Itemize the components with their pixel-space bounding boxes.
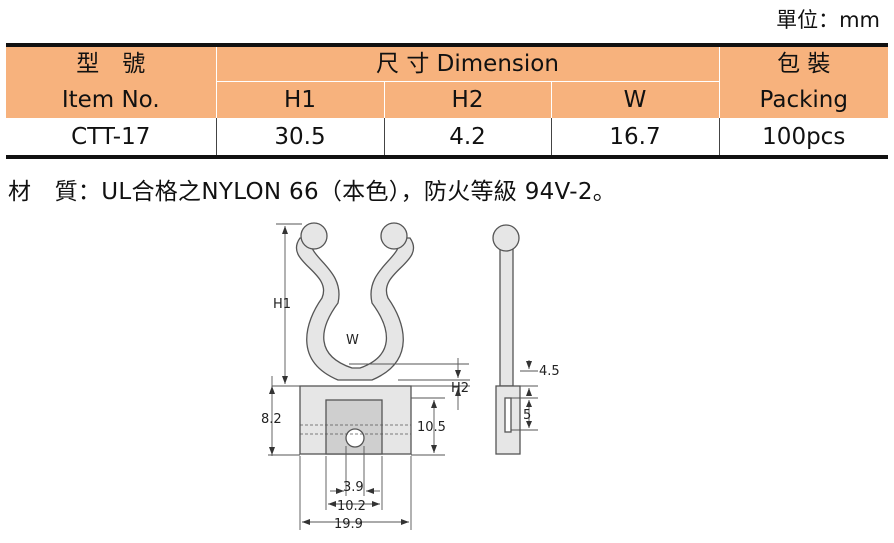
header-model-zh: 型 號: [6, 43, 216, 81]
label-5: 5: [523, 408, 531, 423]
label-8-2: 8.2: [261, 412, 282, 427]
cell-h2: 4.2: [383, 118, 551, 159]
front-dimensions: [268, 223, 470, 530]
label-h2: H2: [451, 381, 469, 396]
header-dimension: 尺 寸 Dimension: [215, 43, 719, 81]
header-packing-en: Packing: [718, 81, 888, 118]
header-model-en: Item No.: [61, 86, 160, 113]
label-4-5: 4.5: [539, 364, 560, 379]
header-col-h2: H2: [383, 80, 551, 118]
clip-tip-left: [300, 222, 328, 250]
cell-h1: 30.5: [215, 118, 384, 159]
header-col-w: W: [550, 80, 719, 118]
cell-item: CTT-17: [6, 118, 216, 159]
label-3-9: 3.9: [343, 480, 364, 495]
clip-front-view: [295, 222, 415, 455]
spec-table: 型 號 尺 寸 Dimension 包 裝 Item No. H1 H2 W P…: [6, 43, 888, 159]
label-10-2: 10.2: [337, 499, 366, 514]
mounting-hole: [345, 428, 365, 448]
cell-w: 16.7: [550, 118, 719, 159]
header-row-1: 型 號 尺 寸 Dimension 包 裝: [6, 43, 888, 81]
cell-packing: 100pcs: [718, 118, 888, 159]
clip-loop: [295, 237, 415, 381]
label-w: W: [346, 333, 359, 348]
label-19-9: 19.9: [334, 517, 363, 532]
header-col-h1: H1: [215, 80, 384, 118]
header-row-2: Item No. H1 H2 W Packing: [6, 80, 888, 118]
label-10-5: 10.5: [417, 420, 446, 435]
clip-tip-right: [380, 222, 408, 250]
label-h1: H1: [273, 297, 291, 312]
unit-label: 單位：mm: [776, 8, 880, 32]
material-note: 材 質：UL合格之NYLON 66（本色），防火等級 94V-2。: [8, 179, 617, 205]
table-row: CTT-17 30.5 4.2 16.7 100pcs: [6, 118, 888, 159]
header-packing-zh: 包 裝: [718, 43, 888, 81]
clip-side-view: [492, 224, 521, 455]
